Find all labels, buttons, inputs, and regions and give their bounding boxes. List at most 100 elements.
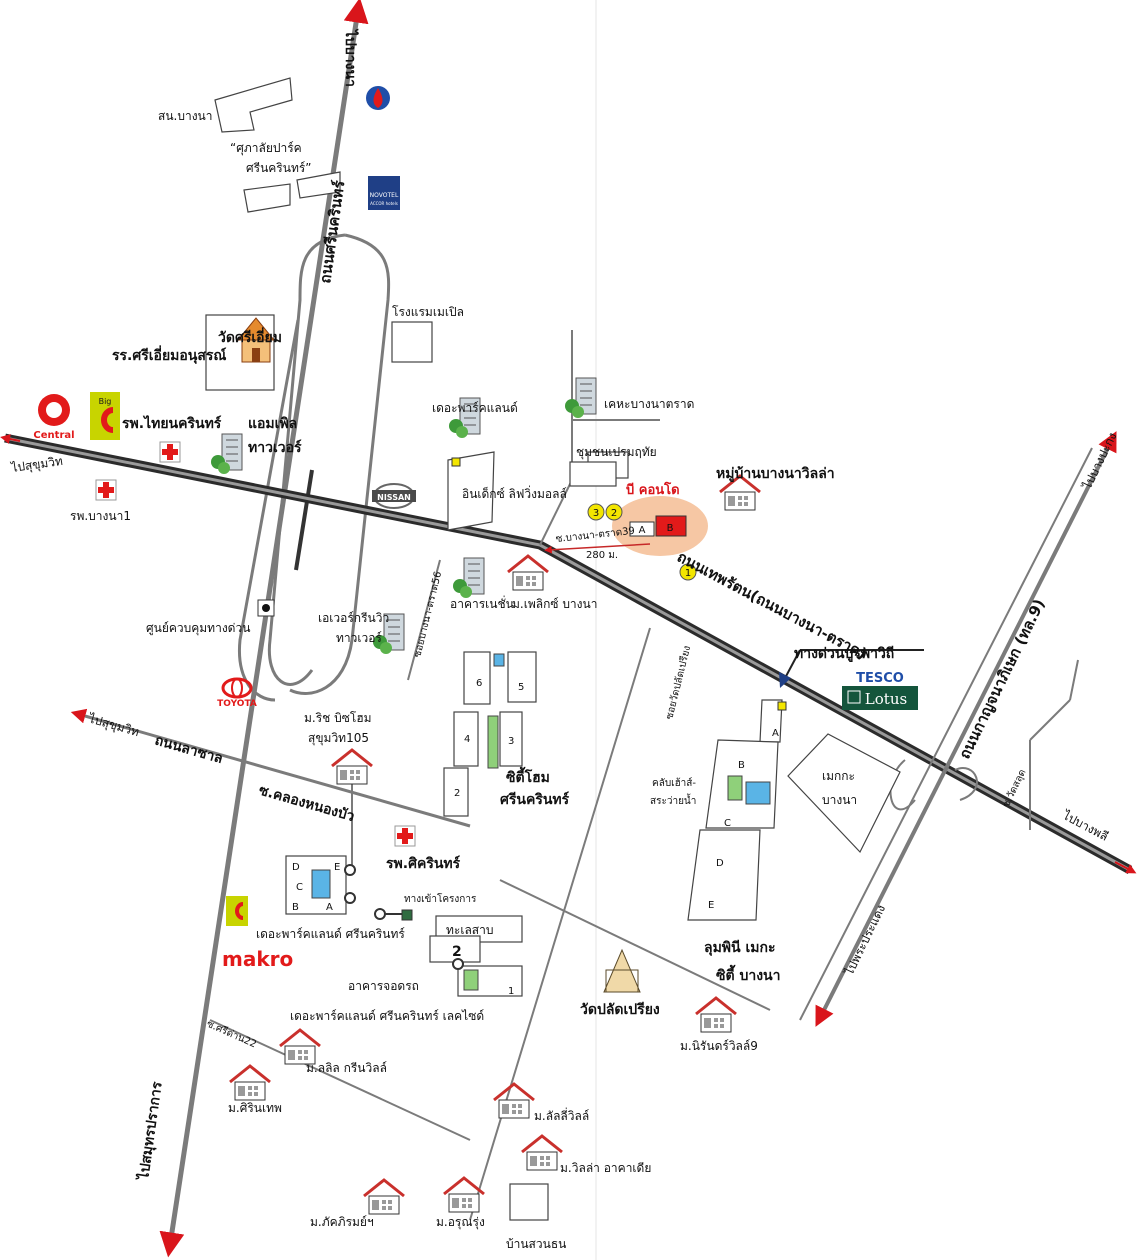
thainakarin-label: รพ.ไทยนครินทร์ xyxy=(122,414,222,432)
rich-line1: ม.ริช บิซโฮม xyxy=(304,711,372,725)
control-center-label: ศูนย์ควบคุมทางด่วน xyxy=(146,621,250,636)
hospital-icon xyxy=(159,441,181,463)
marker-three xyxy=(587,503,605,521)
villa-arcadia-label: ม.วิลล่า อาคาเดีย xyxy=(560,1161,651,1175)
soi-srida22: ซ.ศรีด่าน22 xyxy=(205,1018,259,1051)
sirinthep-label: ม.ศิรินเทพ xyxy=(228,1101,282,1115)
lake-bldg1-label: 1 xyxy=(508,986,514,997)
lalli-label: ม.ลัลลี่วิลล์ xyxy=(534,1107,589,1123)
community-label: ชุมชนเปรมฤทัย xyxy=(576,445,657,460)
rr-sri-iam-label: รร.ศรีเอี่ยมอนุสรณ์ xyxy=(112,345,226,364)
club-line2: สระว่ายน้ำ xyxy=(650,793,696,807)
tesco-lotus-icon: TESCO Lotus xyxy=(842,671,918,710)
city-home-line1: ซิตี้โฮม xyxy=(506,766,550,786)
baan-suan-thon-label: บ้านสวนธน xyxy=(506,1237,566,1251)
parkland-bldg-d: D xyxy=(292,862,300,873)
dest-sukhumvit-lower: ไปสุขุมวิท xyxy=(86,711,141,740)
cityhome-5: 5 xyxy=(518,682,524,693)
tower-icon xyxy=(452,557,485,599)
temple-icon xyxy=(236,317,276,363)
b-condo-label: บี คอนโด xyxy=(626,481,680,498)
accor-label: ACCOR hotels xyxy=(370,201,398,206)
parking-label: อาคารจอดรถ xyxy=(348,979,419,993)
house-icon xyxy=(442,1176,486,1214)
parkland-bldg-b: B xyxy=(292,902,299,913)
supalai-line2: ศรีนครินทร์” xyxy=(246,161,312,175)
wat-sri-iam-label: วัดศรีเอี่ยม xyxy=(218,327,282,346)
rich-line2: สุขุมวิท105 xyxy=(308,731,369,746)
temple-icon xyxy=(603,948,641,993)
pakrirom-label: ม.ภัคภิรมย์ฯ xyxy=(310,1215,374,1229)
hospital-icon xyxy=(95,479,117,501)
bcondo-bldg-a: A xyxy=(639,525,646,536)
parkland-srinakarin-label: เดอะพาร์คแลนด์ ศรีนครินทร์ xyxy=(256,927,405,941)
central-label: Central xyxy=(33,430,74,441)
b-condo-highlight: 3 2 1 A B บี คอนโด 280 ม. xyxy=(544,481,708,581)
ample-line1: แอมเพิล xyxy=(248,416,297,432)
parkland-lakeside-label: เดอะพาร์คแลนด์ ศรีนครินทร์ เลคไซด์ xyxy=(290,1009,484,1023)
house-icon xyxy=(520,1134,564,1172)
lumpini-bldg-a: A xyxy=(772,728,779,739)
lumpini-bldg-c: C xyxy=(724,818,731,829)
cityhome-4: 4 xyxy=(464,734,470,745)
nirun-label: ม.นิรันดร์วิลล์9 xyxy=(680,1039,758,1053)
dest-samut-prakan: ไปสมุทรปราการ xyxy=(134,1080,166,1183)
lasalle-label: ถนนลาซาล xyxy=(153,732,225,767)
lotus-label: Lotus xyxy=(865,690,907,708)
marker-one xyxy=(679,563,697,581)
soi-bangna-trad56: ซอยบางนา-ตราด56 xyxy=(412,570,444,658)
house-icon xyxy=(330,748,374,786)
entrance-label: ทางเข้าโครงการ xyxy=(404,892,477,905)
lake-bldg-label: 2 xyxy=(452,944,462,960)
dest-phra-pradaeng: ไปพระประแดง xyxy=(842,903,888,979)
nissan-icon: NISSAN xyxy=(372,483,416,509)
sikarin-label: รพ.ศิครินทร์ xyxy=(386,855,461,872)
kheha-label: เคหะบางนาตราด xyxy=(604,397,694,411)
novotel-label: NOVOTEL xyxy=(370,192,399,199)
lumpini-bldg-b: B xyxy=(738,760,745,771)
index-living-label: อินเด็กซ์ ลิฟวิ่งมอลล์ xyxy=(462,485,567,501)
makro-logo: makro xyxy=(222,947,293,971)
parkland-bldg-a: A xyxy=(326,902,333,913)
novotel-icon: NOVOTEL ACCOR hotels xyxy=(368,176,400,210)
parkland-label: เดอะพาร์คแลนด์ xyxy=(432,401,518,415)
house-icon xyxy=(506,554,550,592)
burapha-pointer xyxy=(779,649,924,688)
lalin-label: ม.ลลิล กรีนวิลล์ xyxy=(306,1061,387,1075)
house-icon xyxy=(278,1028,322,1066)
marker-two-label: 2 xyxy=(611,508,617,519)
soi-wat-pladprieng: ซอยวัดปลัดเปรียง xyxy=(663,644,693,720)
lumpini-bldg-d: D xyxy=(716,858,724,869)
tower-icon xyxy=(564,377,597,419)
dest-top: ไปบางนา xyxy=(342,28,360,87)
sn-bangna-label: สน.บางนา xyxy=(158,109,213,123)
hospital-icon xyxy=(394,825,416,847)
dest-sukhumvit-left: ไปสุขุมวิท xyxy=(9,454,63,476)
bcondo-bldg-b: B xyxy=(667,523,674,534)
lumpini-line2: ซิตี้ บางนา xyxy=(716,964,780,984)
building-outlines xyxy=(205,77,901,1221)
lake-label: ทะเลสาบ xyxy=(446,923,494,937)
big-c-lower-icon xyxy=(226,896,248,926)
big-c-label: Big xyxy=(99,397,112,406)
kanchanaphisek-label: ถนนกาญจนาภิเษก (ทล.9) xyxy=(955,596,1048,762)
marker-three-label: 3 xyxy=(593,508,599,519)
house-icon xyxy=(694,996,738,1034)
supalai-line1: “ศุภาลัยปาร์ค xyxy=(230,141,302,156)
mega-line1: เมกกะ xyxy=(822,769,855,783)
club-line1: คลับเฮ้าส์- xyxy=(652,777,696,789)
bangna1-label: รพ.บางนา1 xyxy=(70,509,131,523)
lumpini-bldg-e: E xyxy=(708,900,714,911)
arunrung-label: ม.อรุณรุ่ง xyxy=(436,1215,485,1230)
burapha-label: ทางด่วนบูรพาวิถี xyxy=(794,646,894,662)
nation-building-label: อาคารเนชั่น xyxy=(450,595,514,611)
ptt-icon xyxy=(366,86,390,110)
toyota-icon: TOYOTA xyxy=(217,677,257,709)
greenview-line1: เอเวอร์กรีนวิว xyxy=(318,611,389,625)
house-icon xyxy=(492,1082,536,1120)
maple-hotel-label: โรงแรมเมเปิล xyxy=(392,305,464,319)
m-place-label: ม.เพลิกซ์ บางนา xyxy=(512,597,597,611)
toyota-label: TOYOTA xyxy=(217,699,257,709)
marker-two xyxy=(605,503,623,521)
labels: ไปบางนา สน.บางนา “ศุภาลัยปาร์ค ศรีนครินท… xyxy=(9,28,1119,1251)
